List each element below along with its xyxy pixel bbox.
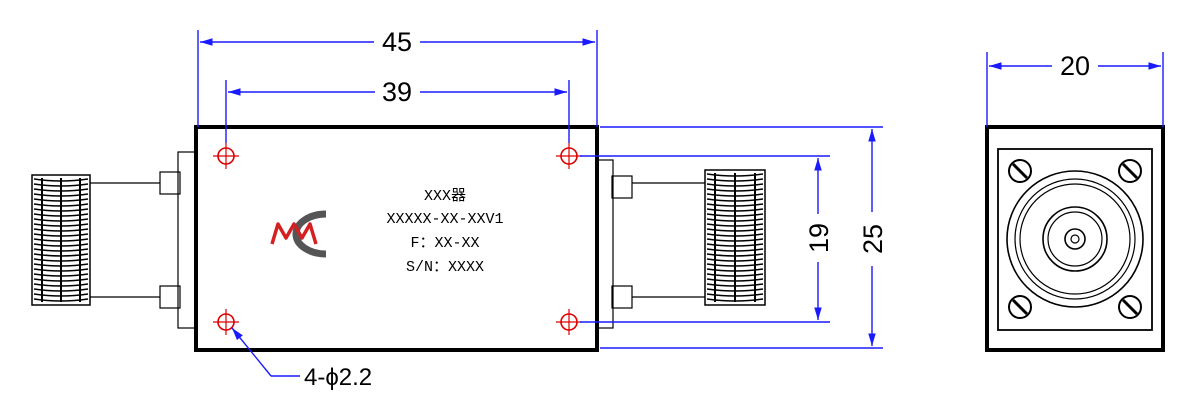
- flange-screw: [1118, 159, 1142, 183]
- connector-face: [1006, 170, 1144, 308]
- dimension-side-width: 20: [986, 51, 1164, 127]
- mounting-holes: [213, 143, 582, 335]
- product-name: XXX器: [424, 188, 466, 205]
- side-view: 20: [985, 51, 1165, 352]
- frequency-range: F：XX-XX: [410, 235, 479, 252]
- flange-screw: [1008, 295, 1032, 319]
- dimension-hole-spacing-height: 19: [580, 155, 834, 323]
- right-connector-thread: [706, 173, 764, 302]
- brand-logo: [270, 210, 327, 258]
- hole-callout-label: 4-ϕ2.2: [304, 364, 372, 391]
- serial-number: S/N：XXXX: [406, 259, 484, 276]
- flange-screw: [1008, 159, 1032, 183]
- model-number: XXXXX-XX-XXV1: [386, 211, 503, 228]
- filter-body: [194, 125, 599, 352]
- mounting-hole: [556, 143, 582, 169]
- dimension-19-label: 19: [804, 223, 834, 253]
- nameplate: XXX器 XXXXX-XX-XXV1 F：XX-XX S/N：XXXX: [386, 188, 503, 276]
- flange-plate: [997, 148, 1153, 331]
- left-connector-thread: [33, 178, 89, 302]
- dimension-hole-spacing-length: 39: [225, 77, 570, 143]
- mounting-hole: [213, 143, 239, 169]
- dimension-25-label: 25: [858, 224, 888, 254]
- flange-screws: [1008, 159, 1142, 319]
- dimension-45-label: 45: [382, 27, 412, 57]
- left-connector: [31, 151, 197, 329]
- mounting-hole: [556, 309, 582, 335]
- dimension-overall-height: 25: [600, 126, 888, 349]
- dimension-20-label: 20: [1060, 51, 1090, 81]
- hole-callout: 4-ϕ2.2: [231, 327, 372, 391]
- mounting-hole: [213, 309, 239, 335]
- right-connector: [596, 159, 766, 329]
- flange-screw: [1118, 295, 1142, 319]
- dimension-overall-length: 45: [197, 27, 598, 127]
- dimension-39-label: 39: [382, 77, 412, 107]
- front-view: XXX器 XXXXX-XX-XXV1 F：XX-XX S/N：XXXX 45 3…: [31, 27, 888, 391]
